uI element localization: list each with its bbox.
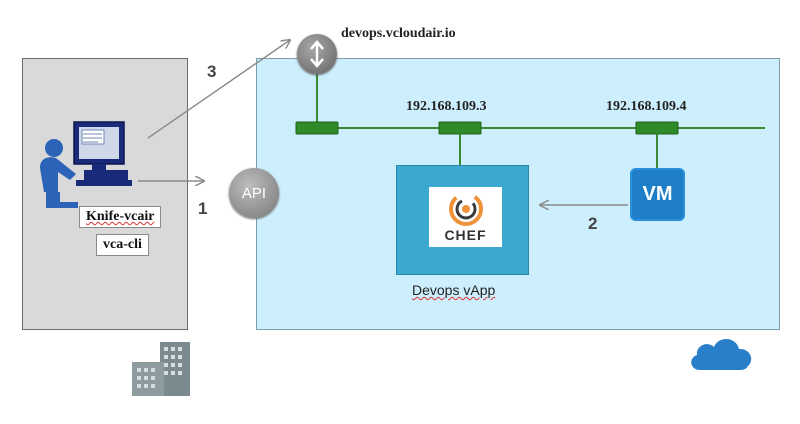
up-down-arrow-icon — [310, 40, 324, 68]
vm-ip-label: 192.168.109.4 — [606, 99, 687, 114]
chef-logo-icon — [449, 192, 483, 226]
chef-logo: CHEF — [429, 187, 502, 247]
network-port-vm — [635, 121, 679, 135]
building-icon — [132, 342, 190, 396]
knife-vcair-label: Knife-vcair — [79, 206, 162, 228]
vm-label: VM — [642, 183, 673, 205]
api-label: API — [241, 184, 267, 202]
router-icon[interactable] — [297, 34, 337, 74]
router-hostname: devops.vcloudair.io — [341, 26, 456, 41]
step-3-label: 3 — [207, 62, 217, 81]
cloud-icon — [691, 338, 752, 370]
vapp-ip-label: 192.168.109.3 — [406, 99, 487, 114]
network-port-router — [295, 121, 339, 135]
vapp-name: Devops vApp — [412, 282, 496, 298]
workstation-user-icon — [40, 121, 132, 208]
step3-arrow — [147, 40, 290, 139]
chef-logo-text: CHEF — [444, 227, 487, 243]
step-1-label: 1 — [198, 199, 208, 218]
vm-tile[interactable]: VM — [630, 168, 685, 221]
network-port-vapp — [438, 121, 482, 135]
step-2-label: 2 — [588, 214, 598, 233]
api-endpoint[interactable]: API — [229, 168, 279, 218]
vca-cli-label: vca-cli — [96, 234, 149, 256]
